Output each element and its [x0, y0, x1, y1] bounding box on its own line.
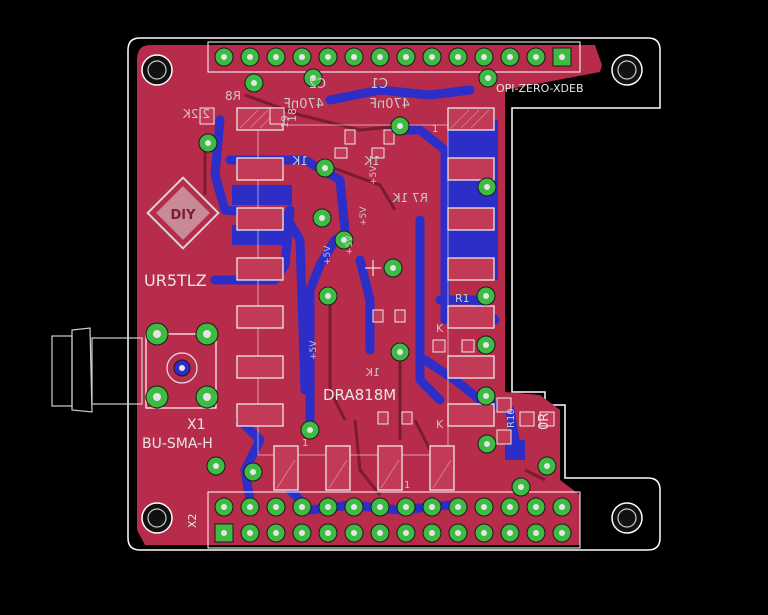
pin-1b-label: 1	[302, 438, 308, 449]
x1-label: X1	[187, 417, 206, 433]
board-name-label: OPI-ZERO-XDEB	[496, 82, 584, 95]
via-holes	[205, 75, 550, 490]
module-outline	[257, 124, 449, 456]
r1-label: R1	[455, 292, 470, 305]
vplus-label-4: +5V	[323, 245, 333, 265]
top-copper-traces	[203, 93, 546, 496]
r10-label: R10	[506, 408, 517, 428]
vplus-label-1: +5V	[369, 165, 379, 185]
pin-19-label: 19	[280, 115, 291, 128]
pin-1c-label: 1	[404, 480, 410, 491]
r-0r-label: 0R	[537, 413, 552, 430]
r-18-label: 18	[286, 108, 299, 122]
c2-value-label: 470nF	[283, 97, 324, 112]
sma-connector	[51, 322, 219, 413]
logo-text: DIY	[170, 208, 196, 223]
mounting-hole-inner	[147, 60, 637, 528]
module-right-pads	[447, 107, 495, 427]
module-left-pads	[236, 107, 284, 427]
module-label: DRA818M	[323, 386, 396, 404]
r8-label: R8	[225, 89, 241, 103]
r-1k-label-b: 1K	[291, 154, 308, 168]
origin-crosshair	[365, 260, 381, 276]
vplus-label-5: +5V	[309, 340, 319, 360]
r7-label: R7 1K	[392, 191, 428, 205]
author-label: UR5TLZ	[144, 271, 207, 290]
r-k-label-a: K	[436, 322, 444, 335]
header-x2-pins	[207, 491, 581, 549]
x1-value-label: BU-SMA-H	[142, 436, 213, 452]
r-k-label-b: K	[436, 418, 444, 431]
c1-label: C1	[371, 77, 388, 92]
x2-label: X2	[186, 513, 199, 528]
module-bottom-pads	[273, 445, 455, 491]
r-1k-label-a: 1K	[363, 154, 380, 168]
mounting-holes	[141, 54, 643, 534]
c1-value-label: 470nF	[369, 97, 410, 112]
c2-label: C2	[309, 77, 326, 92]
vplus-label-3: +5V	[345, 235, 355, 255]
header-top-pins	[207, 41, 581, 73]
board-outline	[127, 37, 661, 551]
r-2k2-label: 2.2K	[182, 107, 210, 121]
pad-hatch	[239, 109, 490, 489]
vplus-label-2: +5V	[359, 206, 369, 226]
diy-logo	[146, 176, 220, 250]
pin-1-label: 1	[432, 124, 438, 135]
r-1k-label-c: 1K	[365, 366, 380, 379]
smd-parts	[199, 107, 555, 445]
